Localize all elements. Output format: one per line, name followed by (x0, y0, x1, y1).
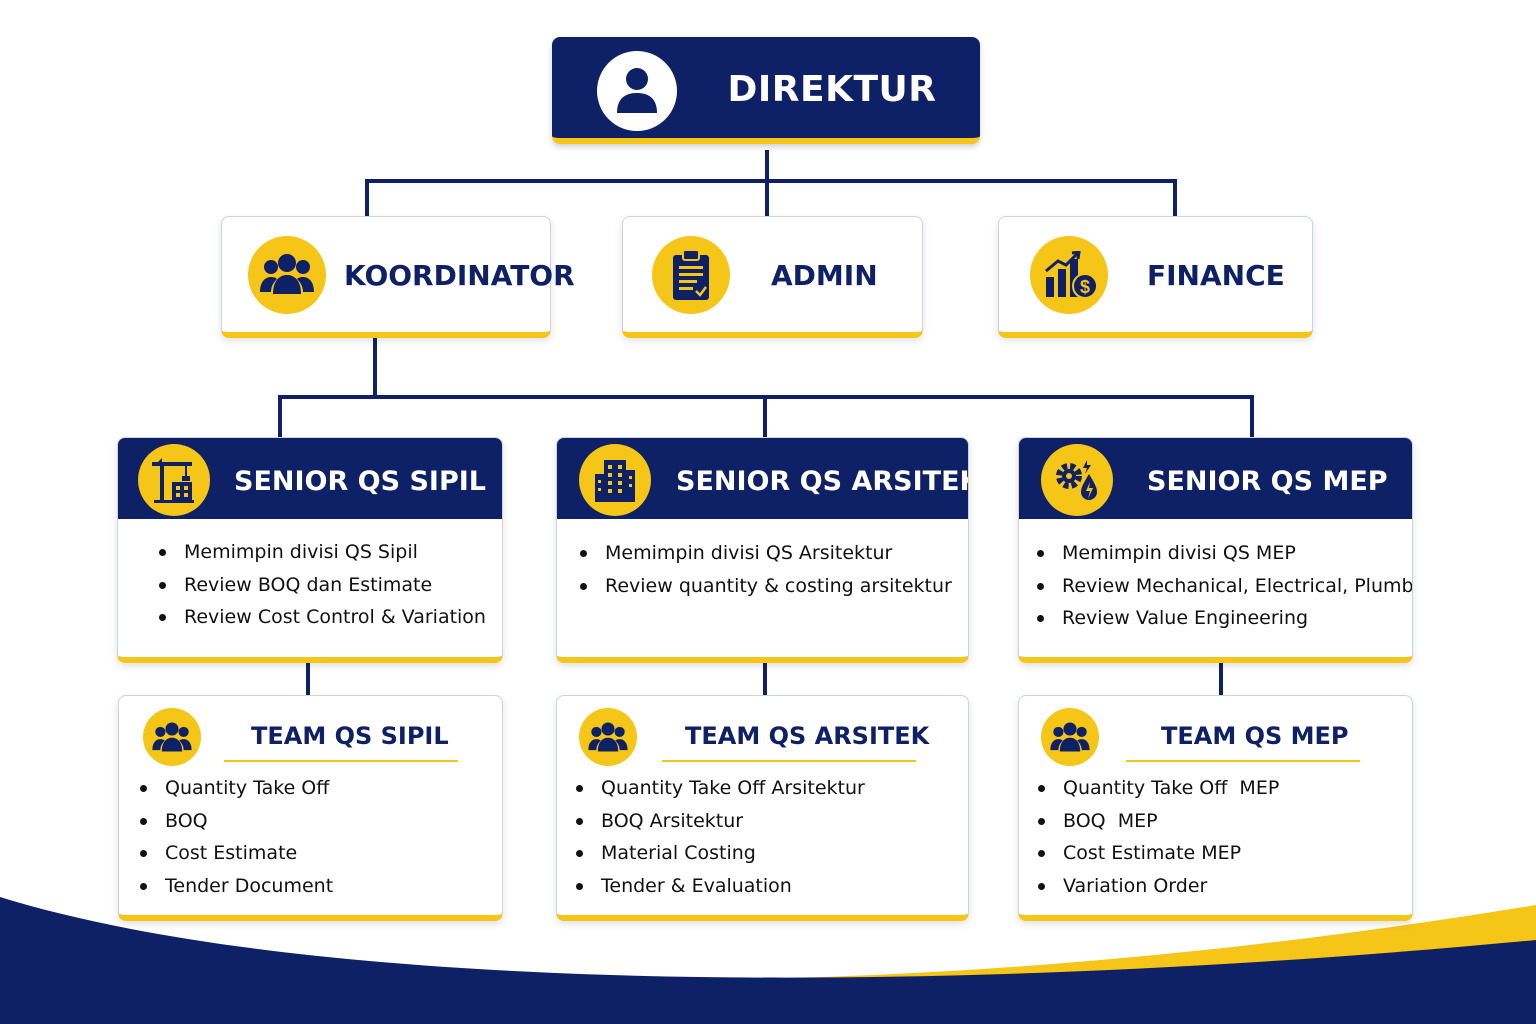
team-title: TEAM QS MEP (1161, 722, 1349, 750)
senior-sipil-list: Memimpin divisi QS Sipil Review BOQ dan … (156, 536, 486, 634)
team-sipil-list: Quantity Take Off BOQ Cost Estimate Tend… (137, 772, 333, 902)
list-item: Cost Estimate MEP (1035, 837, 1279, 870)
list-item: Memimpin divisi QS MEP (1034, 537, 1412, 570)
crane-building-icon (138, 444, 210, 516)
koordinator-label: KOORDINATOR (344, 259, 575, 292)
title-underline (1126, 760, 1360, 762)
list-item: Variation Order (1035, 870, 1279, 903)
team-title: TEAM QS ARSITEK (685, 722, 930, 750)
connector-sipil-team (306, 663, 310, 695)
list-item: Memimpin divisi QS Arsitektur (577, 537, 952, 570)
list-item: Memimpin divisi QS Sipil (156, 536, 486, 569)
connector-senior-sipil-top (278, 395, 282, 437)
senior-header: SENIOR QS MEP (1019, 438, 1412, 519)
svg-text:$: $ (1080, 277, 1090, 297)
senior-title: SENIOR QS SIPIL (234, 466, 487, 497)
team-mep-list: Quantity Take Off MEP BOQ MEP Cost Estim… (1035, 772, 1279, 902)
senior-header: SENIOR QS ARSITEK (557, 438, 968, 519)
senior-title: SENIOR QS ARSITEK (676, 466, 969, 497)
senior-header: SENIOR QS SIPIL (118, 438, 502, 519)
admin-label: ADMIN (771, 259, 878, 292)
title-underline (662, 760, 916, 762)
office-building-icon (579, 444, 651, 516)
admin-box: ADMIN (622, 216, 923, 338)
list-item: Review quantity & costing arsitektur (577, 570, 952, 603)
connector-finance-top (1173, 179, 1177, 216)
title-underline (224, 760, 458, 762)
user-icon (597, 51, 677, 131)
senior-title: SENIOR QS MEP (1147, 466, 1388, 497)
finance-box: $ FINANCE (998, 216, 1313, 338)
connector-koordinator-down (373, 338, 377, 398)
direktur-title: DIREKTUR (727, 69, 937, 110)
direktur-box: DIREKTUR (552, 37, 980, 144)
team-icon (248, 236, 326, 314)
list-item: Quantity Take Off MEP (1035, 772, 1279, 805)
clipboard-icon (652, 236, 730, 314)
senior-qs-arsitek-box: SENIOR QS ARSITEK Memimpin divisi QS Ars… (556, 437, 969, 663)
connector-senior-mep-top (1250, 395, 1254, 437)
senior-mep-list: Memimpin divisi QS MEP Review Mechanical… (1034, 537, 1412, 635)
connector-arsitek-team (763, 663, 767, 695)
list-item: Review Mechanical, Electrical, Plumbing (1034, 570, 1412, 603)
finance-chart-icon: $ (1030, 236, 1108, 314)
connector-level2-horizontal (365, 179, 1177, 183)
connector-mep-team (1219, 663, 1223, 695)
connector-koordinator-top (365, 179, 369, 216)
gear-energy-icon (1041, 444, 1113, 516)
list-item: Review Cost Control & Variation (156, 601, 486, 634)
team-icon (1041, 708, 1099, 766)
koordinator-box: KOORDINATOR (221, 216, 575, 338)
list-item: BOQ Arsitektur (573, 805, 865, 838)
list-item: BOQ MEP (1035, 805, 1279, 838)
list-item: BOQ (137, 805, 333, 838)
team-qs-sipil-box: TEAM QS SIPIL Quantity Take Off BOQ Cost… (118, 695, 503, 921)
list-item: Material Costing (573, 837, 865, 870)
team-qs-mep-box: TEAM QS MEP Quantity Take Off MEP BOQ ME… (1018, 695, 1413, 921)
list-item: Quantity Take Off (137, 772, 333, 805)
team-icon (579, 708, 637, 766)
senior-arsitek-list: Memimpin divisi QS Arsitektur Review qua… (577, 537, 952, 602)
list-item: Quantity Take Off Arsitektur (573, 772, 865, 805)
connector-direktur-down (765, 150, 769, 216)
finance-label: FINANCE (1147, 259, 1285, 292)
list-item: Review BOQ dan Estimate (156, 569, 486, 602)
list-item: Tender & Evaluation (573, 870, 865, 903)
list-item: Tender Document (137, 870, 333, 903)
team-title: TEAM QS SIPIL (251, 722, 449, 750)
team-qs-arsitek-box: TEAM QS ARSITEK Quantity Take Off Arsite… (556, 695, 969, 921)
senior-qs-mep-box: SENIOR QS MEP Memimpin divisi QS MEP Rev… (1018, 437, 1413, 663)
senior-qs-sipil-box: SENIOR QS SIPIL Memimpin divisi QS Sipil… (117, 437, 503, 663)
list-item: Cost Estimate (137, 837, 333, 870)
team-arsitek-list: Quantity Take Off Arsitektur BOQ Arsitek… (573, 772, 865, 902)
list-item: Review Value Engineering (1034, 602, 1412, 635)
team-icon (143, 708, 201, 766)
connector-senior-arsitek-top (763, 395, 767, 437)
